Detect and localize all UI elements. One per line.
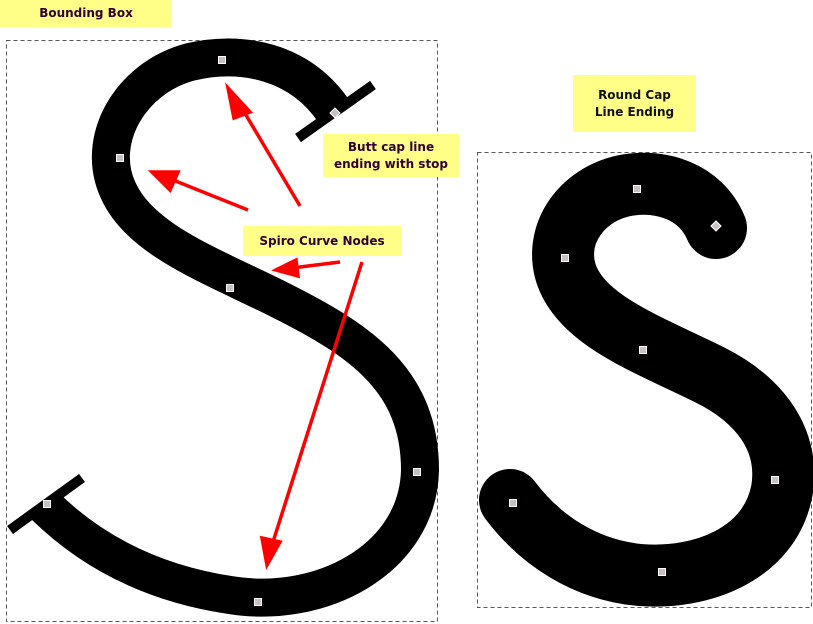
left-bounding-box: [6, 40, 438, 622]
bounding-box-label: Bounding Box: [0, 0, 172, 27]
spiro-node[interactable]: [633, 185, 641, 193]
spiro-nodes-label: Spiro Curve Nodes: [243, 226, 401, 256]
spiro-node[interactable]: [226, 284, 234, 292]
spiro-node[interactable]: [254, 598, 262, 606]
spiro-node[interactable]: [509, 499, 517, 507]
spiro-node[interactable]: [658, 568, 666, 576]
spiro-node[interactable]: [639, 346, 647, 354]
left-s-curve: [31, 38, 440, 617]
round-cap-label: Round Cap Line Ending: [573, 75, 696, 132]
spiro-node[interactable]: [561, 254, 569, 262]
spiro-node[interactable]: [116, 154, 124, 162]
spiro-node[interactable]: [771, 476, 779, 484]
spiro-node[interactable]: [218, 56, 226, 64]
right-bounding-box: [477, 152, 812, 608]
spiro-node[interactable]: [43, 500, 51, 508]
butt-cap-label: Butt cap line ending with stop: [323, 134, 459, 177]
spiro-node[interactable]: [413, 468, 421, 476]
annotation-arrows: [147, 82, 364, 571]
right-s-curve: [479, 152, 813, 607]
